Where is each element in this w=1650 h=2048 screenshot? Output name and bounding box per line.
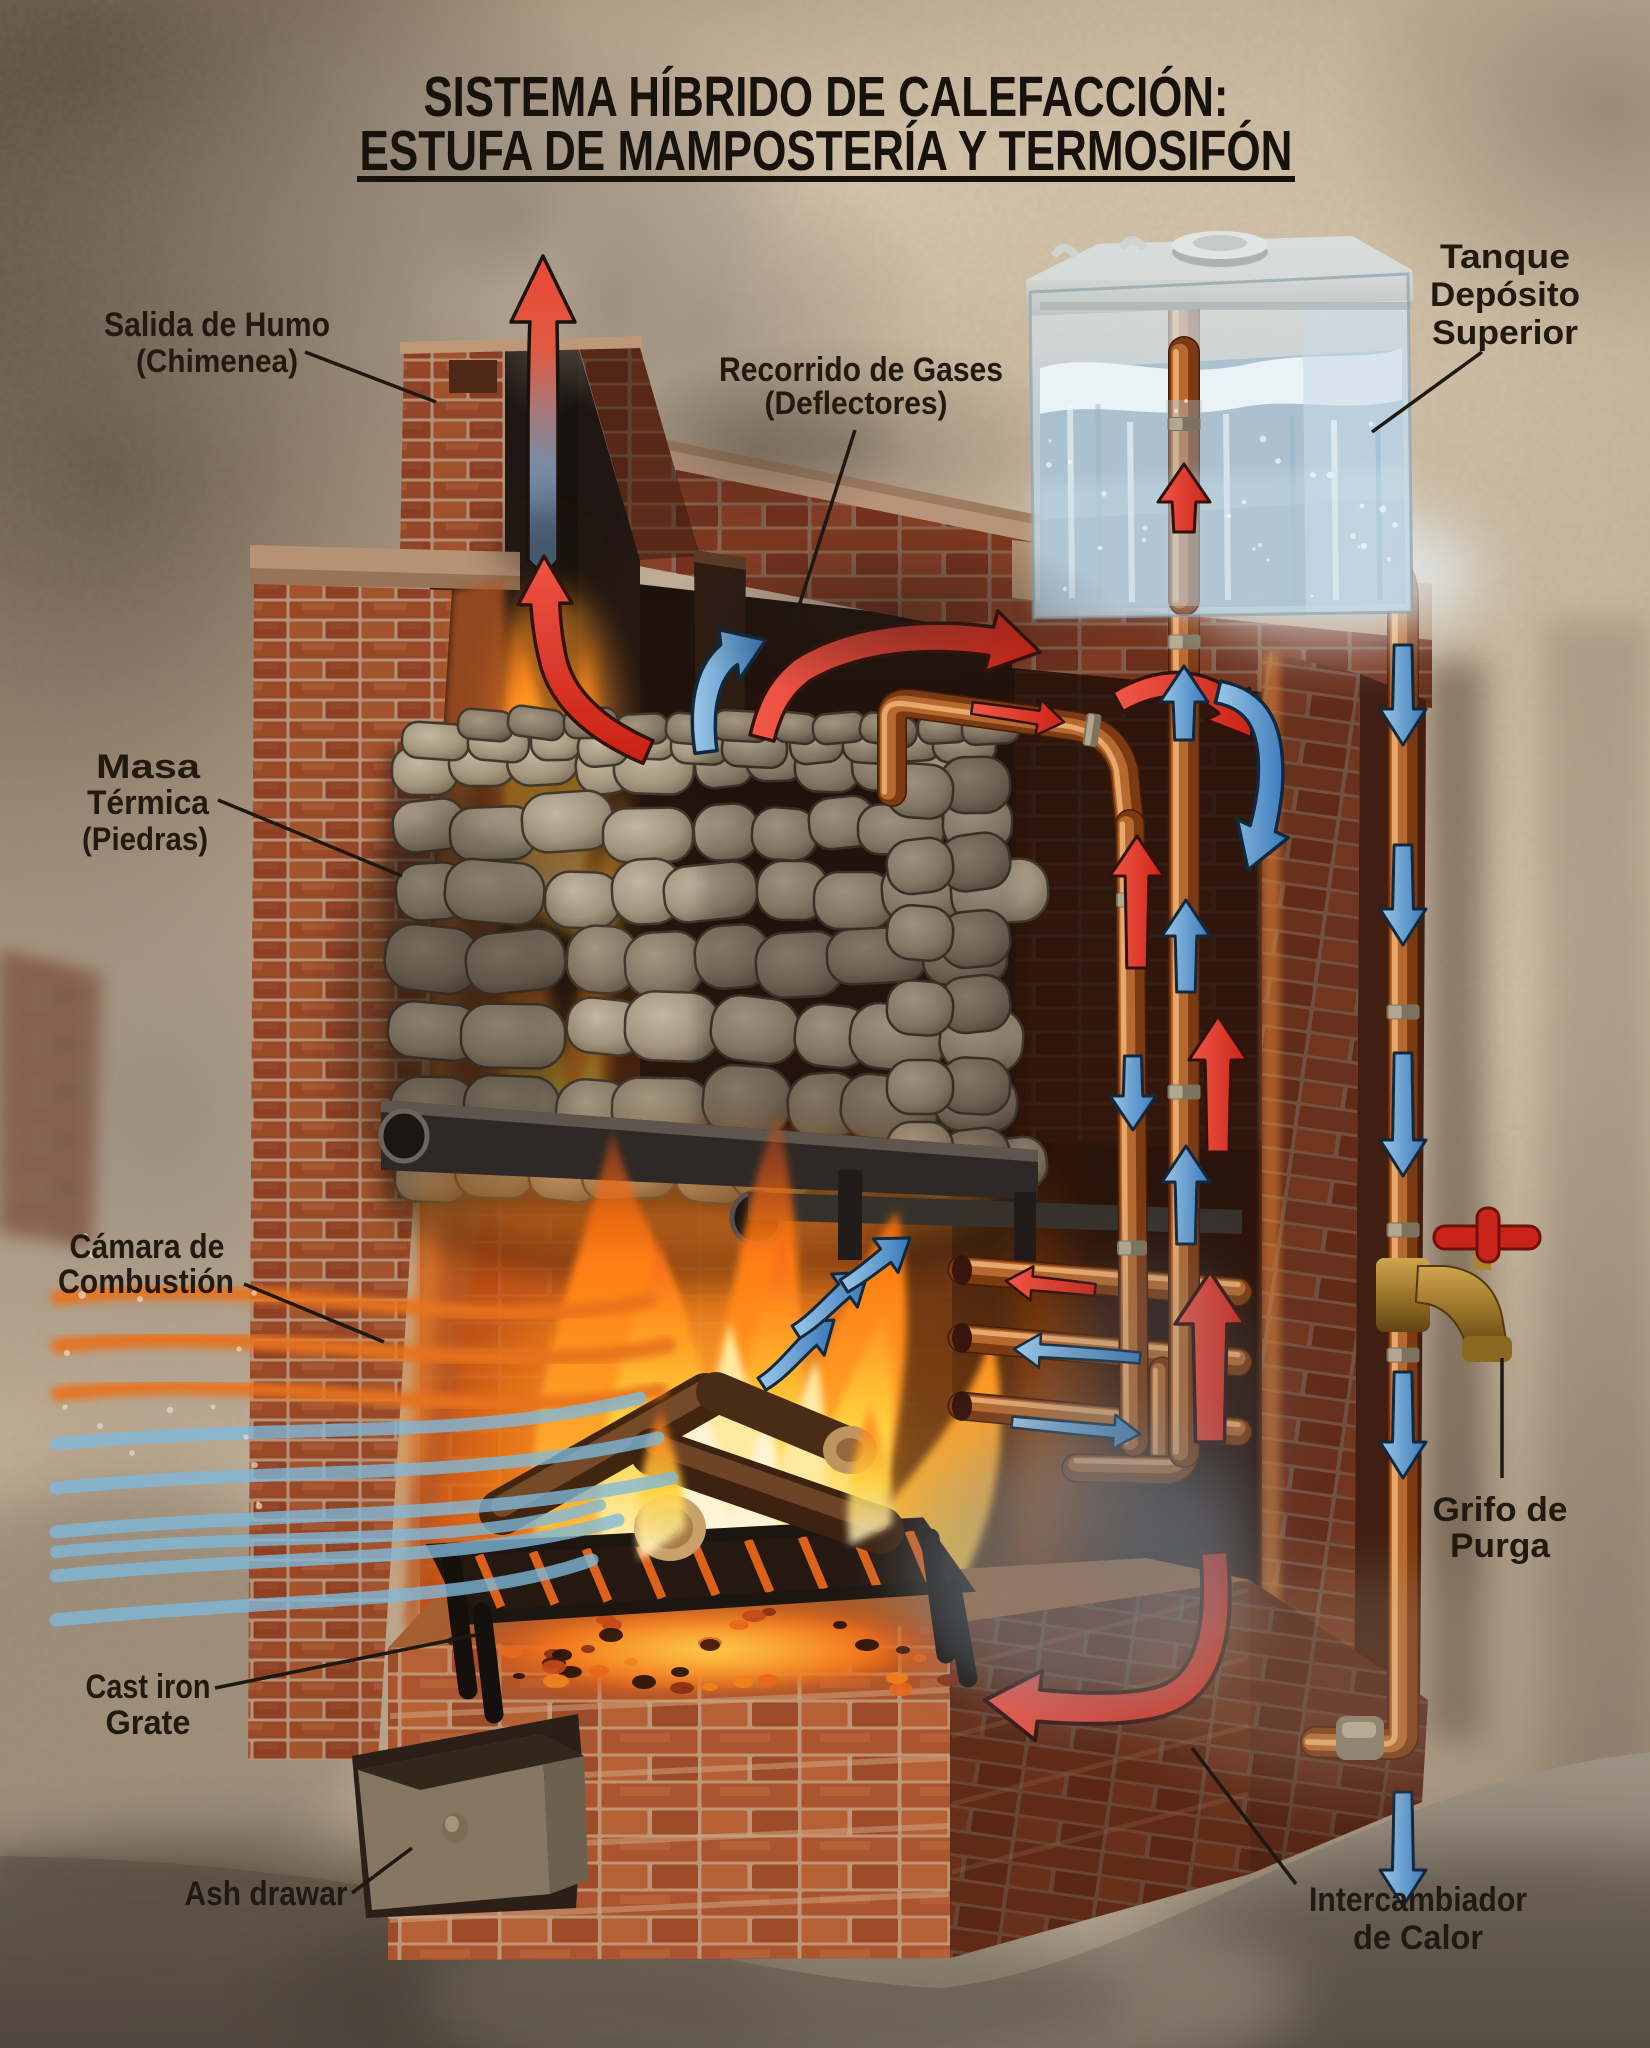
svg-text:Depósito: Depósito [1430, 276, 1580, 314]
svg-text:SISTEMA HÍBRIDO DE CALEFACCIÓN: SISTEMA HÍBRIDO DE CALEFACCIÓN: [424, 65, 1229, 129]
svg-text:Tanque: Tanque [1440, 238, 1570, 276]
svg-text:Ash drawar: Ash drawar [185, 1875, 348, 1913]
svg-text:Combustión: Combustión [58, 1263, 234, 1301]
svg-text:de Calor: de Calor [1353, 1919, 1483, 1957]
svg-text:Purga: Purga [1450, 1527, 1551, 1565]
svg-text:Recorrido de Gases: Recorrido de Gases [719, 351, 1003, 389]
svg-text:(Piedras): (Piedras) [82, 821, 208, 857]
svg-text:Cámara de: Cámara de [70, 1228, 225, 1266]
svg-text:ESTUFA DE MAMPOSTERÍA Y TERMOS: ESTUFA DE MAMPOSTERÍA Y TERMOSIFÓN [360, 119, 1293, 183]
svg-text:Térmica: Térmica [87, 784, 210, 822]
svg-text:Masa: Masa [96, 748, 201, 786]
svg-text:Salida de Humo: Salida de Humo [104, 306, 330, 344]
svg-text:Cast iron: Cast iron [86, 1668, 211, 1706]
svg-text:Grate: Grate [106, 1704, 191, 1742]
svg-text:Superior: Superior [1432, 314, 1578, 352]
svg-text:(Deflectores): (Deflectores) [765, 385, 948, 421]
svg-text:Intercambiador: Intercambiador [1309, 1881, 1527, 1919]
svg-text:Grifo de: Grifo de [1433, 1491, 1568, 1529]
svg-text:(Chimenea): (Chimenea) [136, 343, 298, 379]
